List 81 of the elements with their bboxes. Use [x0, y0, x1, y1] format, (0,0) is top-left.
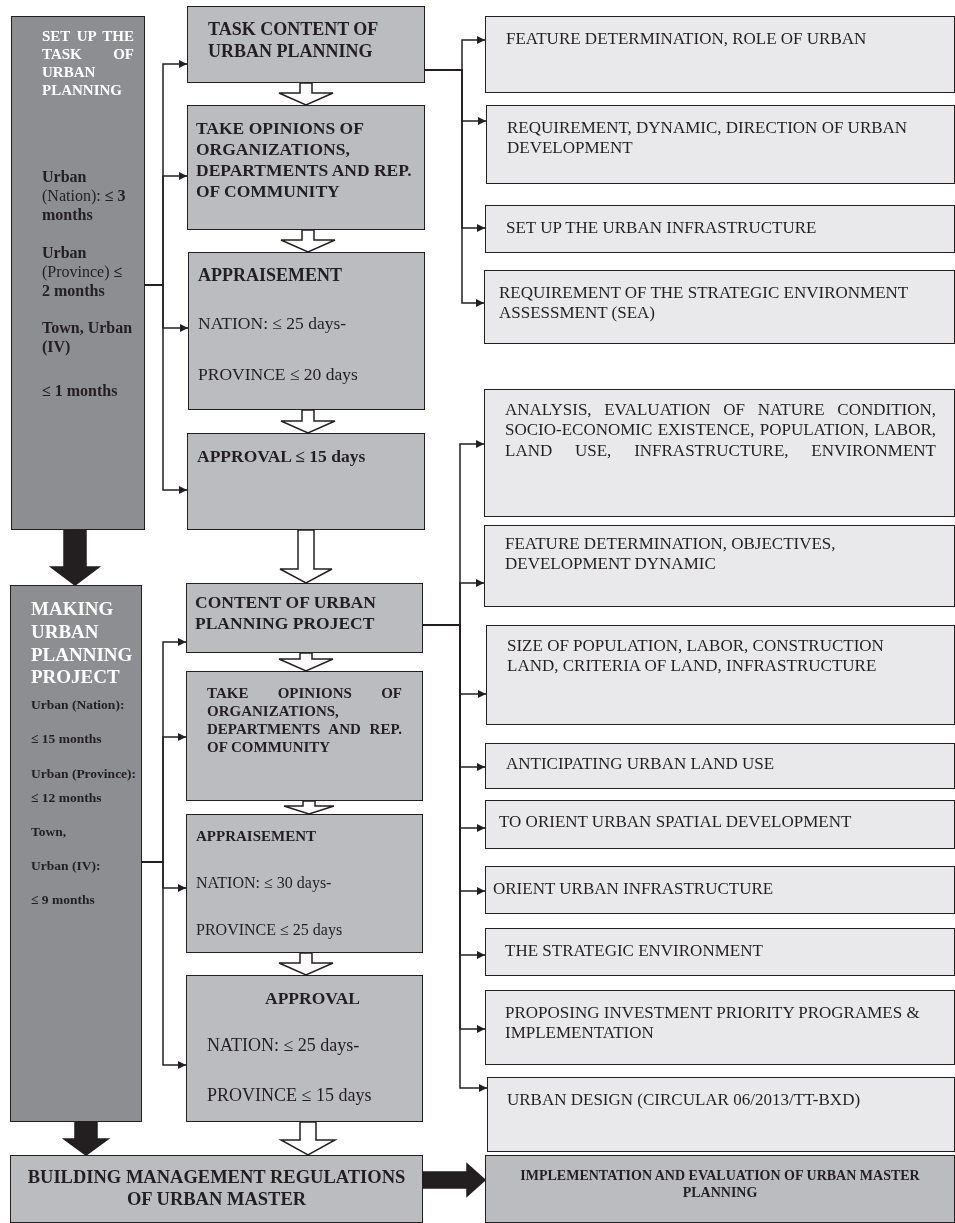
- box-text: THE STRATEGIC ENVIRONMENT: [505, 941, 764, 962]
- box-text: URBAN DESIGN (CIRCULAR 06/2013/TT-BXD): [507, 1090, 862, 1111]
- process-box: [186, 814, 423, 953]
- box-heading: APPRAISEMENT: [196, 827, 317, 845]
- box-text: PROPOSING INVESTMENT PRIORITY PROGRAMES & IMPLEMENTATION: [505, 1003, 921, 1044]
- content-box: [484, 389, 955, 517]
- process-box: [187, 433, 425, 530]
- process-box: [10, 1155, 423, 1223]
- block-arrow: [279, 529, 333, 584]
- block-arrow: [280, 409, 336, 434]
- box-text: ANTICIPATING URBAN LAND USE: [506, 754, 776, 775]
- box-text: REQUIREMENT OF THE STRATEGIC ENVIRONMENT ASSESSMENT (SEA): [499, 283, 909, 324]
- content-box: [486, 105, 955, 184]
- box-heading: TAKE OPINIONS OF ORGANIZATIONS, DEPARTMENTS AND REP. OF COMMUNITY: [207, 684, 402, 756]
- box-text: PROVINCE ≤ 25 days: [196, 920, 344, 940]
- content-box: [485, 928, 955, 976]
- box-text: SET UP THE URBAN INFRASTRUCTURE: [506, 218, 818, 239]
- block-arrow: [61, 1121, 111, 1156]
- block-arrow: [422, 1162, 487, 1198]
- box-heading: SET UP THE TASK OF URBAN PLANNING: [42, 27, 134, 99]
- box-text: Urban (Province):: [31, 765, 138, 782]
- block-arrow: [278, 652, 334, 672]
- box-text: Town, Urban (IV): [42, 318, 134, 357]
- content-box: [487, 1077, 955, 1152]
- process-box: [186, 583, 423, 653]
- box-text: Urban (Nation):: [31, 697, 126, 714]
- content-box: [484, 270, 955, 344]
- process-box: [186, 975, 423, 1122]
- content-box: [485, 866, 955, 914]
- box-text: FEATURE DETERMINATION, ROLE OF URBAN: [506, 29, 868, 50]
- block-arrow: [278, 82, 334, 106]
- box-text: ORIENT URBAN INFRASTRUCTURE: [493, 879, 775, 900]
- box-heading: TAKE OPINIONS OF ORGANIZATIONS, DEPARTMENTS AND REP. OF COMMUNITY: [196, 118, 413, 202]
- stage-box: [10, 585, 142, 1122]
- box-heading: APPRAISEMENT: [198, 265, 343, 287]
- box-text: TO ORIENT URBAN SPATIAL DEVELOPMENT: [499, 812, 853, 833]
- box-heading: BUILDING MANAGEMENT REGULATIONS OF URBAN MASTER: [26, 1166, 407, 1211]
- arrow: [424, 69, 485, 307]
- box-heading: APPROVAL ≤ 15 days: [197, 446, 367, 467]
- box-text: NATION: ≤ 30 days-: [196, 873, 333, 893]
- box-text: Urban (Province) ≤ 2 months: [42, 242, 124, 301]
- box-heading: APPROVAL: [264, 988, 361, 1009]
- box-text: REQUIREMENT, DYNAMIC, DIRECTION OF URBAN DEVELOPMENT: [507, 118, 909, 159]
- box-text: ≤ 12 months: [31, 789, 103, 806]
- stage-box: [11, 16, 145, 530]
- block-arrow: [280, 229, 336, 253]
- process-box: [187, 6, 425, 83]
- box-text: PROVINCE ≤ 20 days: [198, 363, 359, 385]
- box-text: FEATURE DETERMINATION, OBJECTIVES, DEVELOPMENT DYNAMIC: [505, 534, 837, 575]
- content-box: [485, 990, 955, 1065]
- process-box: [186, 671, 423, 801]
- box-heading: TASK CONTENT OF URBAN PLANNING: [208, 19, 379, 63]
- box-text: ≤ 9 months: [31, 892, 96, 909]
- box-text: Town,: [31, 823, 68, 841]
- process-box: [188, 252, 425, 410]
- content-box: [485, 743, 955, 789]
- box-text: NATION: ≤ 25 days-: [207, 1035, 361, 1057]
- content-box: [484, 525, 955, 607]
- block-arrow: [278, 952, 334, 976]
- block-arrow: [278, 1121, 338, 1156]
- block-arrow: [48, 529, 102, 586]
- arrow: [144, 284, 188, 494]
- box-heading: MAKING URBAN PLANNING PROJECT: [31, 598, 134, 690]
- box-text: NATION: ≤ 25 days-: [198, 312, 348, 334]
- box-heading: IMPLEMENTATION AND EVALUATION OF URBAN MASTER PLANNING: [519, 1168, 921, 1202]
- content-box: [485, 800, 955, 849]
- box-text: ≤ 1 months: [42, 380, 119, 400]
- box-heading: CONTENT OF URBAN PLANNING PROJECT: [195, 592, 377, 634]
- box-text: Urban (IV):: [31, 858, 102, 875]
- content-box: [486, 625, 955, 725]
- arrow: [141, 861, 187, 1069]
- box-text: ANALYSIS, EVALUATION OF NATURE CONDITION, SOCIO-ECONOMIC EXISTENCE, POPULATION, LABOR, LAND USE, INFRASTRUCTURE, ENVIRONMENT: [505, 400, 936, 462]
- result-box: [485, 1155, 955, 1223]
- box-text: SIZE OF POPULATION, LABOR, CONSTRUCTION LAND, CRITERIA OF LAND, INFRASTRUCTURE: [507, 636, 885, 677]
- box-text: ≤ 15 months: [31, 731, 103, 748]
- box-text: PROVINCE ≤ 15 days: [207, 1084, 373, 1107]
- content-box: [485, 16, 955, 93]
- content-box: [485, 205, 955, 253]
- process-box: [187, 105, 425, 230]
- box-text: Urban (Nation): ≤ 3 months: [42, 167, 127, 225]
- block-arrow: [283, 800, 335, 815]
